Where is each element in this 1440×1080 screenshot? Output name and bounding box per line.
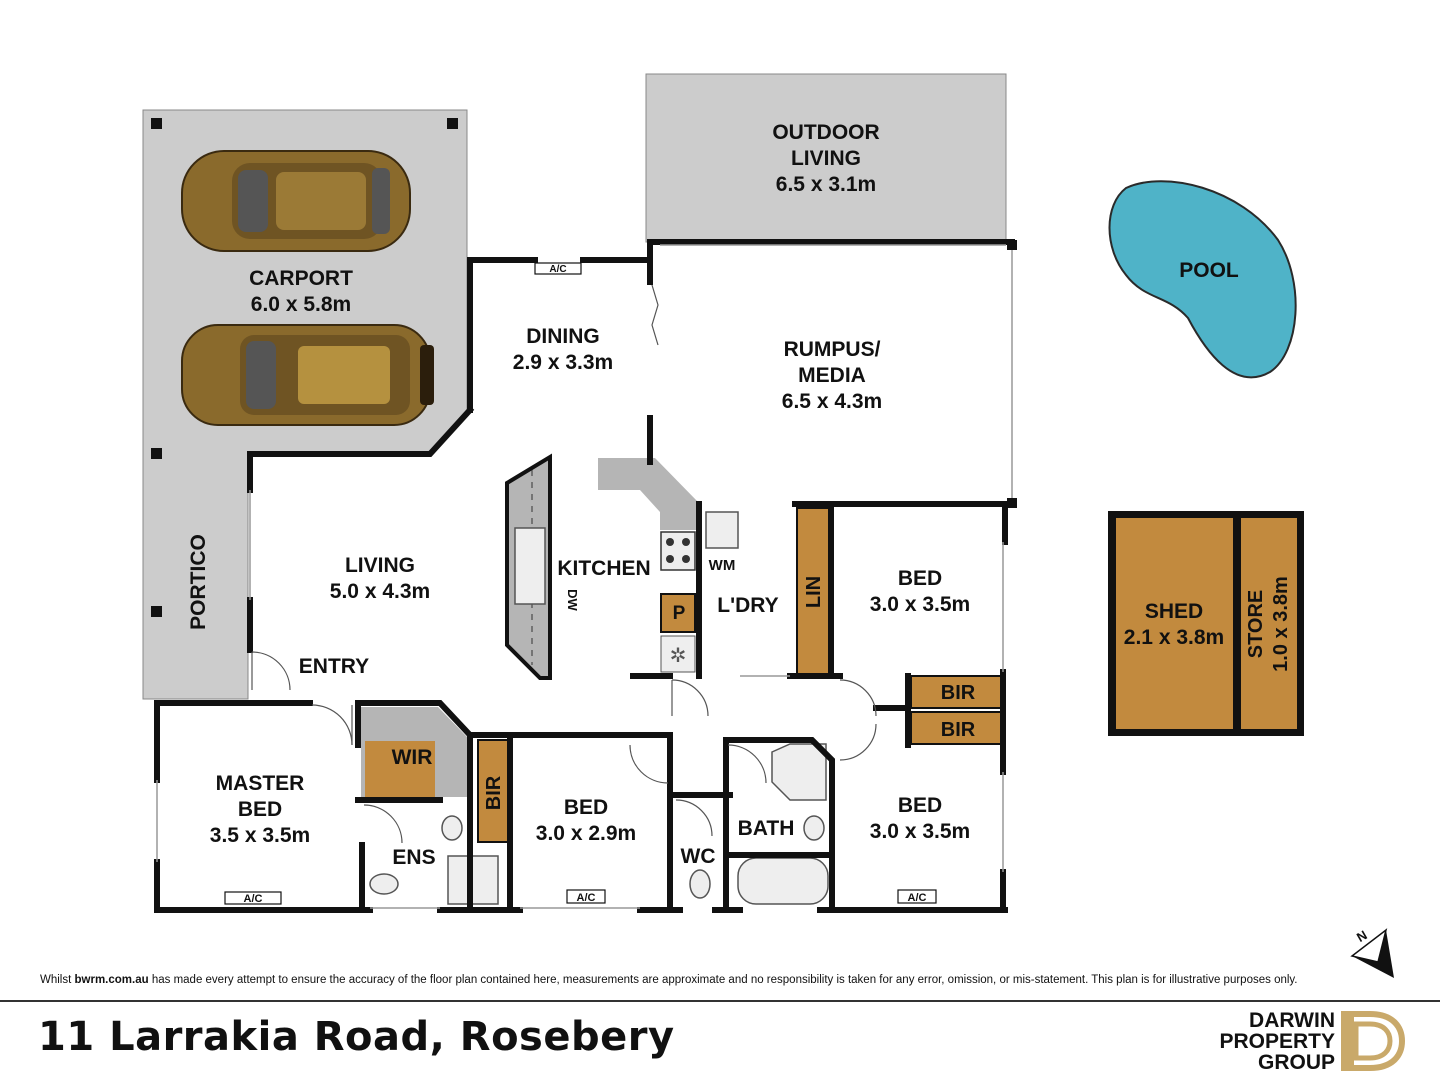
laundry-tub-icon <box>705 511 739 549</box>
bed-middle-size: 3.0 x 2.9m <box>536 822 636 845</box>
toilet-icon <box>689 869 711 899</box>
linen-label: LIN <box>803 576 825 608</box>
ac-label-dining: A/C <box>549 264 566 275</box>
basin-icon <box>803 815 825 841</box>
rumpus-label: RUMPUS/ <box>784 338 881 361</box>
dishwasher-label: DW <box>565 589 580 611</box>
outdoor-living-label-2: LIVING <box>791 147 861 170</box>
ac-label-master: A/C <box>244 893 263 905</box>
floor-plan: A/C A/C A/C A/C OUTDOOR LIVING 6.5 x 3.1… <box>142 73 1394 978</box>
ac-label-bed-middle: A/C <box>577 892 596 904</box>
bir-bottom-label: BIR <box>941 719 976 741</box>
bir-top-label: BIR <box>941 682 976 704</box>
footer-divider <box>0 1000 1440 1002</box>
fan-icon: ✲ <box>670 643 687 667</box>
brand-wordmark: DARWIN PROPERTY GROUP <box>1219 1009 1335 1074</box>
toilet-icon <box>369 873 399 895</box>
laundry-label: L'DRY <box>717 594 778 617</box>
master-label-2: BED <box>238 798 282 821</box>
bath-label: BATH <box>738 817 795 840</box>
fridge-icon <box>660 635 696 673</box>
wir-label: WIR <box>392 746 433 769</box>
pool <box>1108 180 1297 379</box>
basin-icon <box>441 815 463 841</box>
car-icon <box>181 150 411 252</box>
bir-center-label: BIR <box>483 775 505 810</box>
rumpus-label-2: MEDIA <box>798 364 866 387</box>
living-label: LIVING <box>345 554 415 577</box>
master-label: MASTER <box>216 772 305 795</box>
store <box>1241 518 1297 729</box>
dining-size: 2.9 x 3.3m <box>513 351 613 374</box>
master-size: 3.5 x 3.5m <box>210 824 310 847</box>
compass-label: N <box>1354 927 1370 945</box>
ac-label-bed-east: A/C <box>908 892 927 904</box>
portico-label: PORTICO <box>187 534 210 630</box>
car-icon <box>181 324 434 426</box>
washing-machine-label: WM <box>709 557 736 574</box>
ensuite-label: ENS <box>392 846 435 869</box>
store-size: 1.0 x 3.8m <box>1270 576 1292 672</box>
brand-logo-icon <box>1341 1011 1406 1071</box>
shed <box>1116 518 1233 729</box>
bed-middle-label: BED <box>564 796 608 819</box>
dining-label: DINING <box>526 325 600 348</box>
living-size: 5.0 x 4.3m <box>330 580 430 603</box>
bed-east-bottom-label: BED <box>898 794 942 817</box>
compass-icon <box>1350 928 1394 978</box>
rumpus-size: 6.5 x 4.3m <box>782 390 882 413</box>
property-address: 11 Larrakia Road, Rosebery <box>38 1014 675 1060</box>
outdoor-living-area <box>645 73 1007 243</box>
shed-size: 2.1 x 3.8m <box>1124 626 1224 649</box>
store-label: STORE <box>1245 590 1267 659</box>
cooktop-icon <box>660 531 696 571</box>
wc-label: WC <box>681 845 716 868</box>
bathtub-icon <box>737 857 829 905</box>
sink-icon <box>514 527 546 605</box>
outdoor-living-label: OUTDOOR <box>772 121 879 144</box>
disclaimer: Whilst bwrm.com.au has made every attemp… <box>40 974 1298 986</box>
bed-east-bottom-size: 3.0 x 3.5m <box>870 820 970 843</box>
carport-size: 6.0 x 5.8m <box>251 293 351 316</box>
kitchen-label: KITCHEN <box>557 557 650 580</box>
bed-east-top-size: 3.0 x 3.5m <box>870 593 970 616</box>
pantry-label: P <box>673 603 686 624</box>
outdoor-living-size: 6.5 x 3.1m <box>776 173 876 196</box>
disclaimer-site-link[interactable]: bwrm.com.au <box>74 974 149 986</box>
walls <box>154 239 1015 913</box>
carport-label: CARPORT <box>249 267 353 290</box>
bed-east-top-label: BED <box>898 567 942 590</box>
pool-label: POOL <box>1179 259 1239 282</box>
entry-label: ENTRY <box>299 655 369 678</box>
shower-icon <box>771 743 827 801</box>
shed-label: SHED <box>1145 600 1203 623</box>
